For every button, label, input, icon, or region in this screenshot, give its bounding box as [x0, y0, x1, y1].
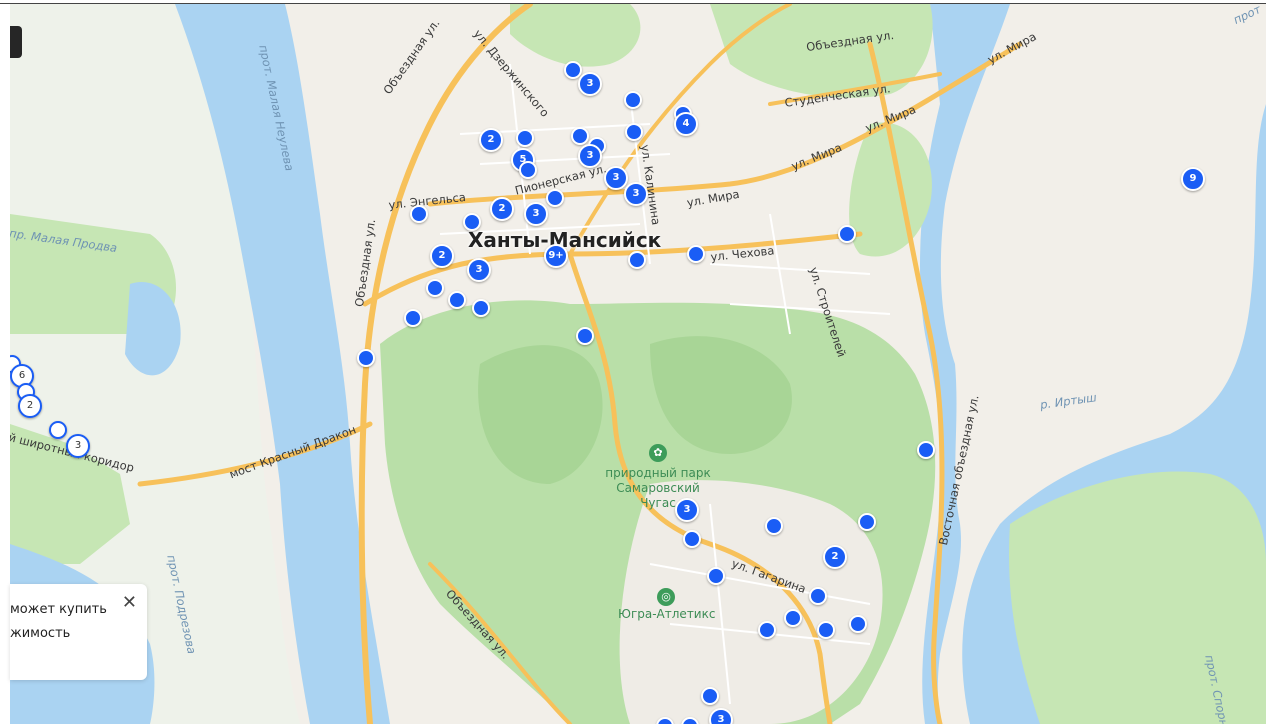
island: [965, 157, 1110, 326]
close-icon[interactable]: ✕: [121, 592, 137, 613]
listing-marker[interactable]: [519, 161, 537, 179]
listing-marker[interactable]: [758, 621, 776, 639]
listing-marker[interactable]: [683, 530, 701, 548]
listing-marker[interactable]: [564, 61, 582, 79]
listing-marker[interactable]: [817, 621, 835, 639]
visited-marker[interactable]: [49, 421, 67, 439]
listing-marker[interactable]: [765, 517, 783, 535]
park-label: природный парк Самаровский Чугас: [605, 466, 711, 510]
top-border: [0, 0, 1266, 4]
listing-marker[interactable]: 2: [823, 545, 847, 569]
city-label: Ханты-Мансийск: [468, 228, 662, 252]
park-icon[interactable]: ✿: [649, 444, 667, 462]
listing-marker[interactable]: 5: [511, 148, 535, 172]
listing-marker[interactable]: [917, 441, 935, 459]
listing-marker[interactable]: 3: [709, 708, 733, 724]
side-panel-toggle[interactable]: [10, 26, 22, 58]
green-right: [1009, 471, 1266, 724]
listing-marker[interactable]: [858, 513, 876, 531]
listing-marker[interactable]: [809, 587, 827, 605]
stadium-icon[interactable]: ◎: [657, 588, 675, 606]
listing-marker[interactable]: [784, 609, 802, 627]
forest-dark: [478, 345, 603, 484]
promo-text-line1: может купить: [10, 602, 107, 617]
listing-marker[interactable]: [624, 91, 642, 109]
visited-marker[interactable]: 3: [66, 434, 90, 458]
listing-marker[interactable]: 3: [578, 72, 602, 96]
stadium-label: Югра-Атлетикс: [618, 607, 716, 621]
listing-marker[interactable]: 4: [674, 112, 698, 136]
listing-marker[interactable]: 9: [1181, 167, 1205, 191]
listing-marker[interactable]: 3: [675, 498, 699, 522]
listing-marker[interactable]: [472, 299, 490, 317]
promo-text-line2: жимость: [10, 626, 71, 641]
river-left: [175, 4, 390, 724]
promo-card[interactable]: может купить жимость ✕: [10, 584, 147, 680]
listing-marker[interactable]: 3: [578, 144, 602, 168]
listing-marker[interactable]: [516, 129, 534, 147]
listing-marker[interactable]: 3: [524, 202, 548, 226]
map-canvas[interactable]: Ханты-Мансийск Объездная ул. Объездная у…: [10, 4, 1266, 724]
promo-text: может купить жимость: [10, 598, 122, 646]
listing-marker[interactable]: [357, 349, 375, 367]
listing-marker[interactable]: [849, 615, 867, 633]
listing-marker[interactable]: 3: [467, 258, 491, 282]
listing-marker[interactable]: [571, 127, 589, 145]
green-ne: [849, 122, 932, 257]
listing-marker[interactable]: [628, 251, 646, 269]
listing-marker[interactable]: [576, 327, 594, 345]
lake: [125, 282, 181, 376]
listing-marker[interactable]: [404, 309, 422, 327]
listing-marker[interactable]: [687, 245, 705, 263]
listing-marker[interactable]: [838, 225, 856, 243]
listing-marker[interactable]: 3: [604, 166, 628, 190]
listing-marker[interactable]: 9+: [544, 244, 568, 268]
visited-marker[interactable]: 2: [18, 394, 42, 418]
listing-marker[interactable]: [448, 291, 466, 309]
listing-marker[interactable]: [701, 687, 719, 705]
left-edge: [0, 4, 10, 724]
listing-marker[interactable]: [707, 567, 725, 585]
listing-marker[interactable]: [625, 123, 643, 141]
green-patch: [10, 424, 130, 564]
green-top: [510, 4, 641, 67]
forest-dark: [650, 336, 792, 454]
listing-marker[interactable]: [410, 205, 428, 223]
listing-marker[interactable]: 2: [490, 197, 514, 221]
listing-marker[interactable]: 2: [479, 128, 503, 152]
listing-marker[interactable]: [546, 189, 564, 207]
listing-marker[interactable]: 2: [430, 244, 454, 268]
channel: [250, 24, 274, 194]
listing-marker[interactable]: [426, 279, 444, 297]
listing-marker[interactable]: 3: [624, 182, 648, 206]
listing-marker[interactable]: [463, 213, 481, 231]
